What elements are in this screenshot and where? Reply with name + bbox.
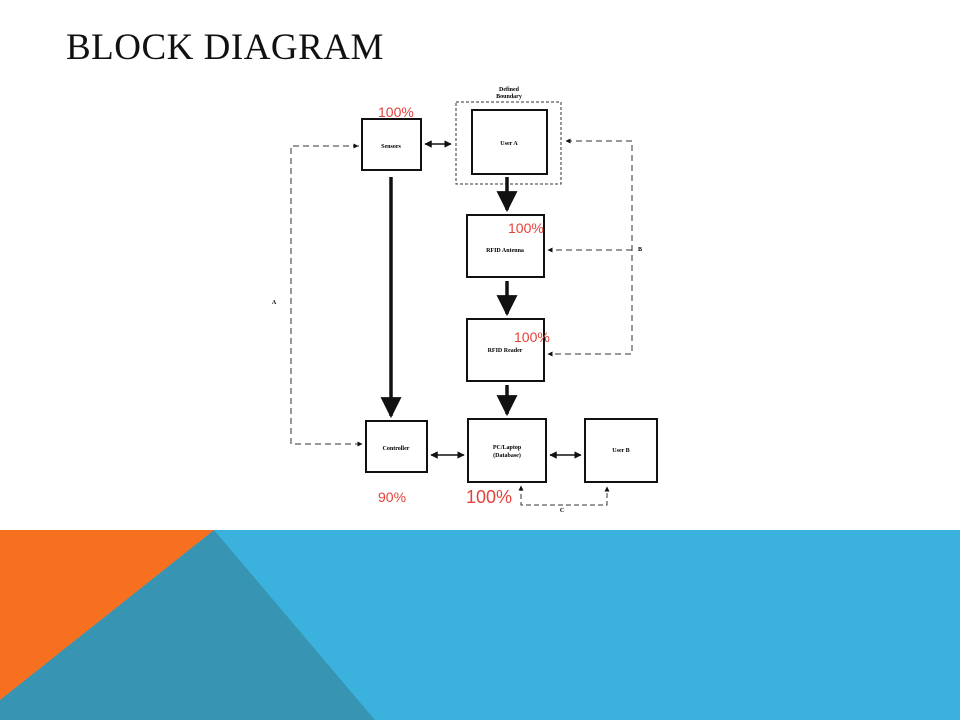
pc-laptop-block <box>467 418 547 483</box>
user-a-block <box>471 109 548 175</box>
loop-c-label: C <box>560 508 564 514</box>
boundary-label-line2: Boundary <box>496 94 522 100</box>
pc-label-line1: PC/Laptop <box>493 445 522 451</box>
sensors-block <box>361 118 422 171</box>
loop-b-path <box>547 138 633 357</box>
boundary-label-line1: Defined <box>499 87 520 93</box>
loop-b-label: B <box>638 247 642 253</box>
rfid-reader-block <box>466 318 545 382</box>
loop-a-path <box>290 145 363 447</box>
footer-orange-triangle <box>0 530 214 700</box>
rfid-antenna-label: RFID Antenna <box>486 248 524 254</box>
controller-block <box>365 420 428 473</box>
sensors-label: Sensors <box>381 144 401 150</box>
rfid-reader-percent: 100% <box>514 329 550 345</box>
loop-a-label: A <box>272 300 277 306</box>
rfid-antenna-block <box>466 214 545 278</box>
rfid-antenna-percent: 100% <box>508 220 544 236</box>
user-b-block <box>584 418 658 483</box>
footer-teal-triangle <box>0 530 375 720</box>
pc-label-line2: (Database) <box>493 452 521 459</box>
pc-percent: 100% <box>466 487 513 507</box>
slide-title: BLOCK DIAGRAM <box>66 27 384 68</box>
sensors-percent: 100% <box>378 104 414 120</box>
user-b-label: User B <box>612 448 629 454</box>
user-a-label: User A <box>500 141 518 147</box>
controller-label: Controller <box>383 446 410 452</box>
rfid-reader-label: RFID Reader <box>488 348 523 354</box>
controller-percent: 90% <box>378 489 407 505</box>
loop-c-path <box>518 485 610 506</box>
